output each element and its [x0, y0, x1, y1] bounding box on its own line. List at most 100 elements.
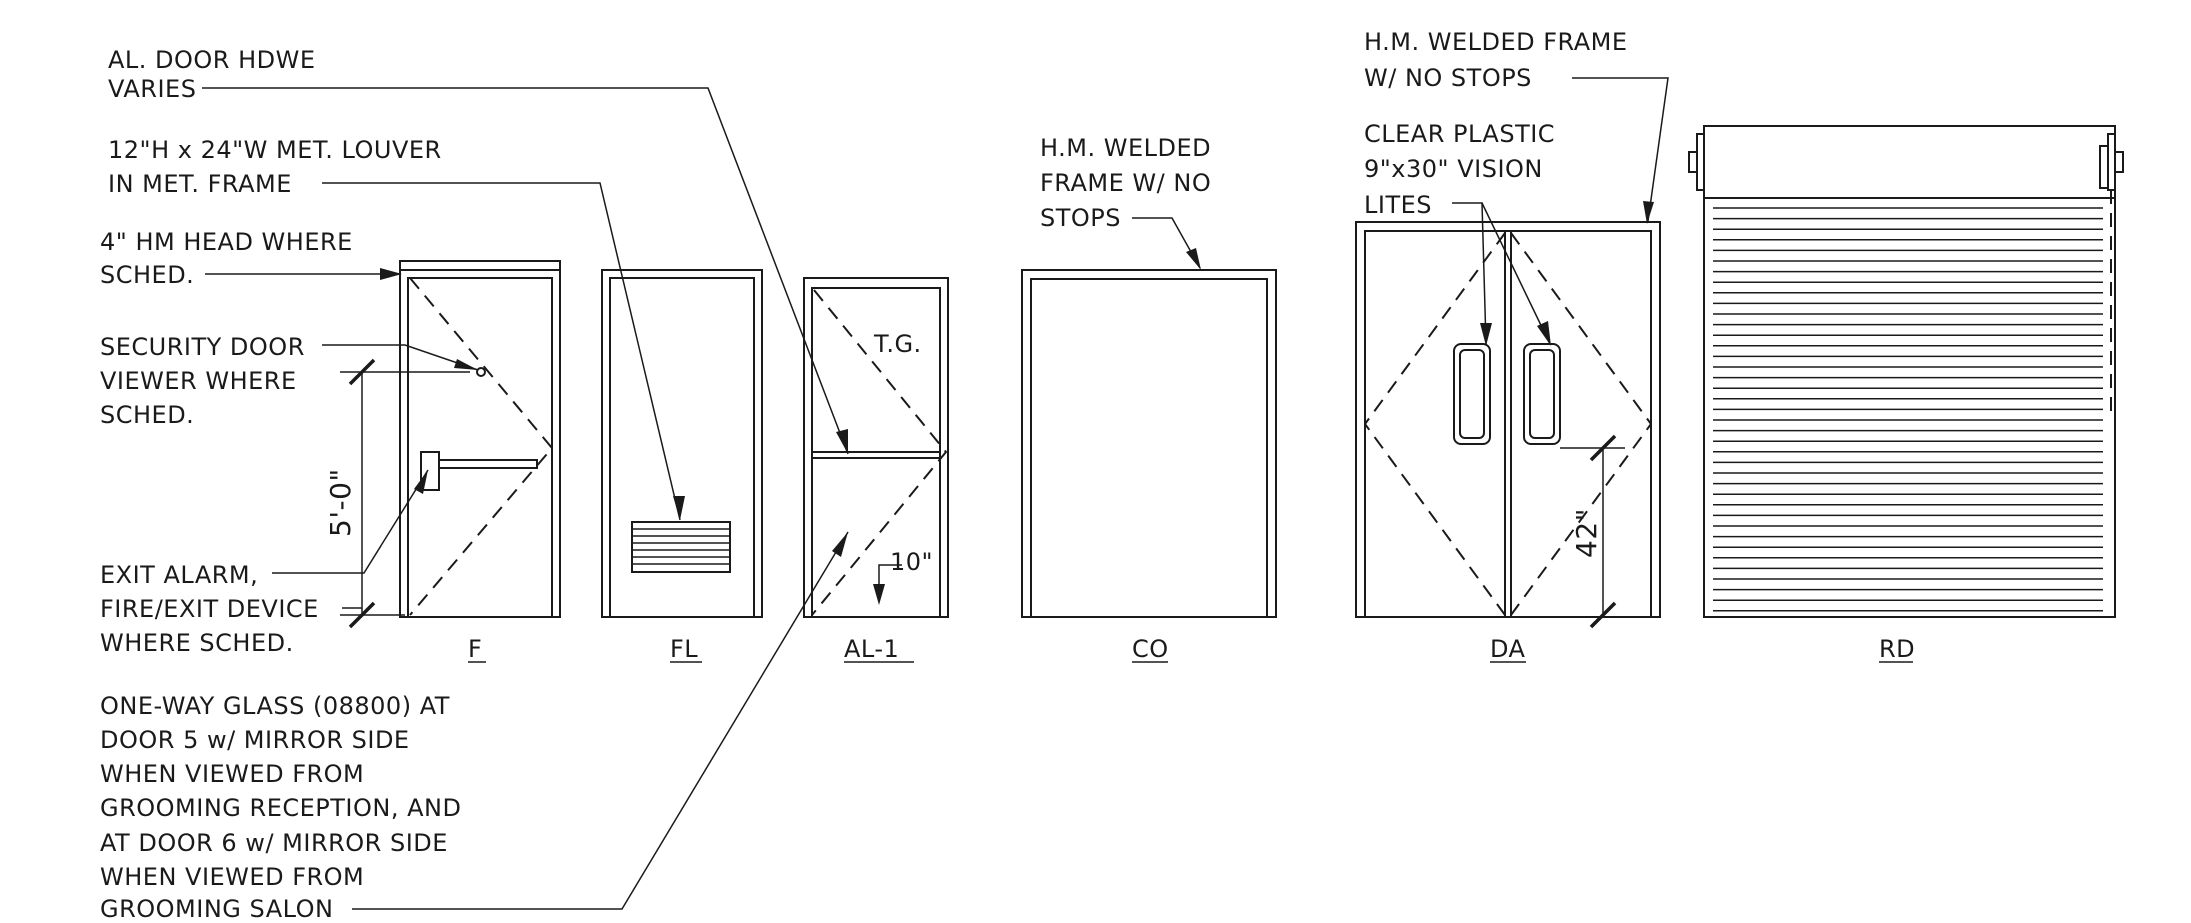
hood-bracket-right-inner: [2099, 145, 2109, 189]
door-viewer-icon: [476, 367, 486, 377]
leader-arrowhead: [1537, 321, 1551, 346]
leader-arrowhead: [836, 429, 848, 454]
swing-indicator: [409, 277, 554, 616]
hood-axle-left: [1688, 151, 1698, 173]
curtain-slats: [1713, 207, 2103, 612]
dimension-5-0: 5'-0": [324, 358, 470, 629]
frame-outline: [1355, 221, 1661, 618]
note-line: 4" HM HEAD WHERE: [100, 228, 353, 256]
door-type-label-co: CO: [1132, 635, 1169, 663]
hood-bracket-right: [2107, 133, 2116, 191]
leader-arrowhead: [1186, 248, 1201, 270]
louver-icon: [631, 521, 731, 573]
vision-lite-right: [1523, 343, 1561, 445]
note-line: EXIT ALARM,: [100, 561, 258, 589]
door-co-elevation: [1021, 269, 1277, 618]
leader-arrowhead: [832, 532, 848, 557]
door-type-label-rd: RD: [1879, 635, 1915, 663]
note-line: 9"x30" VISION: [1364, 155, 1543, 183]
dimension-label: 10": [890, 548, 933, 576]
dimension-tick: [348, 358, 376, 386]
leader-line: [1481, 202, 1551, 345]
note-door-viewer: SECURITY DOOR VIEWER WHERE SCHED.: [100, 333, 479, 429]
leader-line: [1132, 217, 1201, 269]
note-line: CLEAR PLASTIC: [1364, 120, 1555, 148]
curtain-frame: [1703, 197, 2116, 618]
note-louver: 12"H x 24"W MET. LOUVER IN MET. FRAME: [108, 136, 685, 521]
leader-line: [272, 469, 429, 574]
door-da-elevation: [1355, 221, 1661, 618]
vision-lite-right-inner: [1529, 349, 1555, 439]
note-line: VIEWER WHERE: [100, 367, 297, 395]
note-line: WHERE SCHED.: [100, 629, 294, 657]
note-line: WHEN VIEWED FROM: [100, 760, 364, 788]
dimension-10-in: 10": [873, 548, 933, 605]
exit-device-icon: [420, 451, 440, 491]
louver-frame: [631, 521, 731, 573]
note-line: DOOR 5 w/ MIRROR SIDE: [100, 726, 410, 754]
leader-line: [1452, 202, 1487, 345]
note-line: ONE-WAY GLASS (08800) AT: [100, 692, 450, 720]
leader-line: [322, 182, 681, 521]
note-line: H.M. WELDED FRAME: [1364, 28, 1628, 56]
dimension-tick: [1589, 434, 1617, 462]
note-line: H.M. WELDED: [1040, 134, 1211, 162]
leader-line: [352, 531, 849, 910]
note-line: WHEN VIEWED FROM: [100, 863, 364, 891]
note-line: FRAME W/ NO: [1040, 169, 1211, 197]
frame-outline: [1021, 269, 1277, 618]
glazing-label: T.G.: [873, 330, 922, 358]
door-f-elevation: [399, 260, 561, 618]
leader-arrowhead: [1480, 323, 1492, 346]
note-line: SCHED.: [100, 261, 194, 289]
leader-arrowhead: [454, 359, 478, 370]
note-line: AL. DOOR HDWE: [108, 46, 316, 74]
note-hm-head: 4" HM HEAD WHERE SCHED.: [100, 228, 402, 289]
note-line: AT DOOR 6 w/ MIRROR SIDE: [100, 829, 448, 857]
note-line: SECURITY DOOR: [100, 333, 305, 361]
note-line: IN MET. FRAME: [108, 170, 292, 198]
note-da-frame: H.M. WELDED FRAME W/ NO STOPS: [1364, 28, 1669, 224]
note-line: W/ NO STOPS: [1364, 64, 1532, 92]
note-one-way-glass: ONE-WAY GLASS (08800) AT DOOR 5 w/ MIRRO…: [100, 531, 849, 923]
leader-line: [1572, 77, 1669, 222]
note-al-door-hardware: AL. DOOR HDWE VARIES: [108, 46, 849, 455]
note-line: GROOMING RECEPTION, AND: [100, 794, 461, 822]
opening: [1364, 230, 1652, 618]
leader-arrowhead: [673, 496, 685, 520]
opening: [1030, 278, 1268, 618]
door-leaf: [407, 277, 553, 618]
door-type-label-fl: FL: [670, 635, 698, 663]
leader-line: [322, 344, 479, 371]
door-type-label-da: DA: [1490, 635, 1526, 663]
note-line: SCHED.: [100, 401, 194, 429]
note-exit-device: EXIT ALARM, FIRE/EXIT DEVICE WHERE SCHED…: [100, 469, 429, 657]
leader-arrowhead: [380, 268, 402, 280]
swing-indicator: [811, 289, 948, 616]
door-rd-elevation: [1688, 125, 2124, 618]
hood-axle-right: [2114, 151, 2124, 173]
door-type-label-f: F: [468, 635, 482, 663]
note-co-frame: H.M. WELDED FRAME W/ NO STOPS: [1040, 134, 1211, 270]
roll-hood: [1703, 125, 2116, 199]
note-line: FIRE/EXIT DEVICE: [100, 595, 319, 623]
note-line: LITES: [1364, 191, 1432, 219]
leader-arrowhead: [1643, 201, 1654, 224]
dimension-tick: [348, 601, 376, 629]
push-bar: [438, 459, 538, 469]
dimension-42-in: 42": [1560, 434, 1625, 629]
door-al1-elevation: T.G.: [803, 277, 949, 618]
vision-lite-left: [1453, 343, 1491, 445]
dimension-label: 5'-0": [324, 468, 357, 537]
door-fl-elevation: [601, 269, 763, 618]
vision-lite-left-inner: [1459, 349, 1485, 439]
swing-indicator-right: [1510, 232, 1653, 616]
note-line: STOPS: [1040, 204, 1121, 232]
leader-line: [202, 87, 849, 455]
note-line: GROOMING SALON: [100, 895, 333, 923]
door-leaf: [609, 277, 755, 618]
frame-outline: [601, 269, 763, 618]
swing-indicator-left: [1363, 232, 1506, 616]
hood-bracket-left: [1696, 133, 1705, 191]
